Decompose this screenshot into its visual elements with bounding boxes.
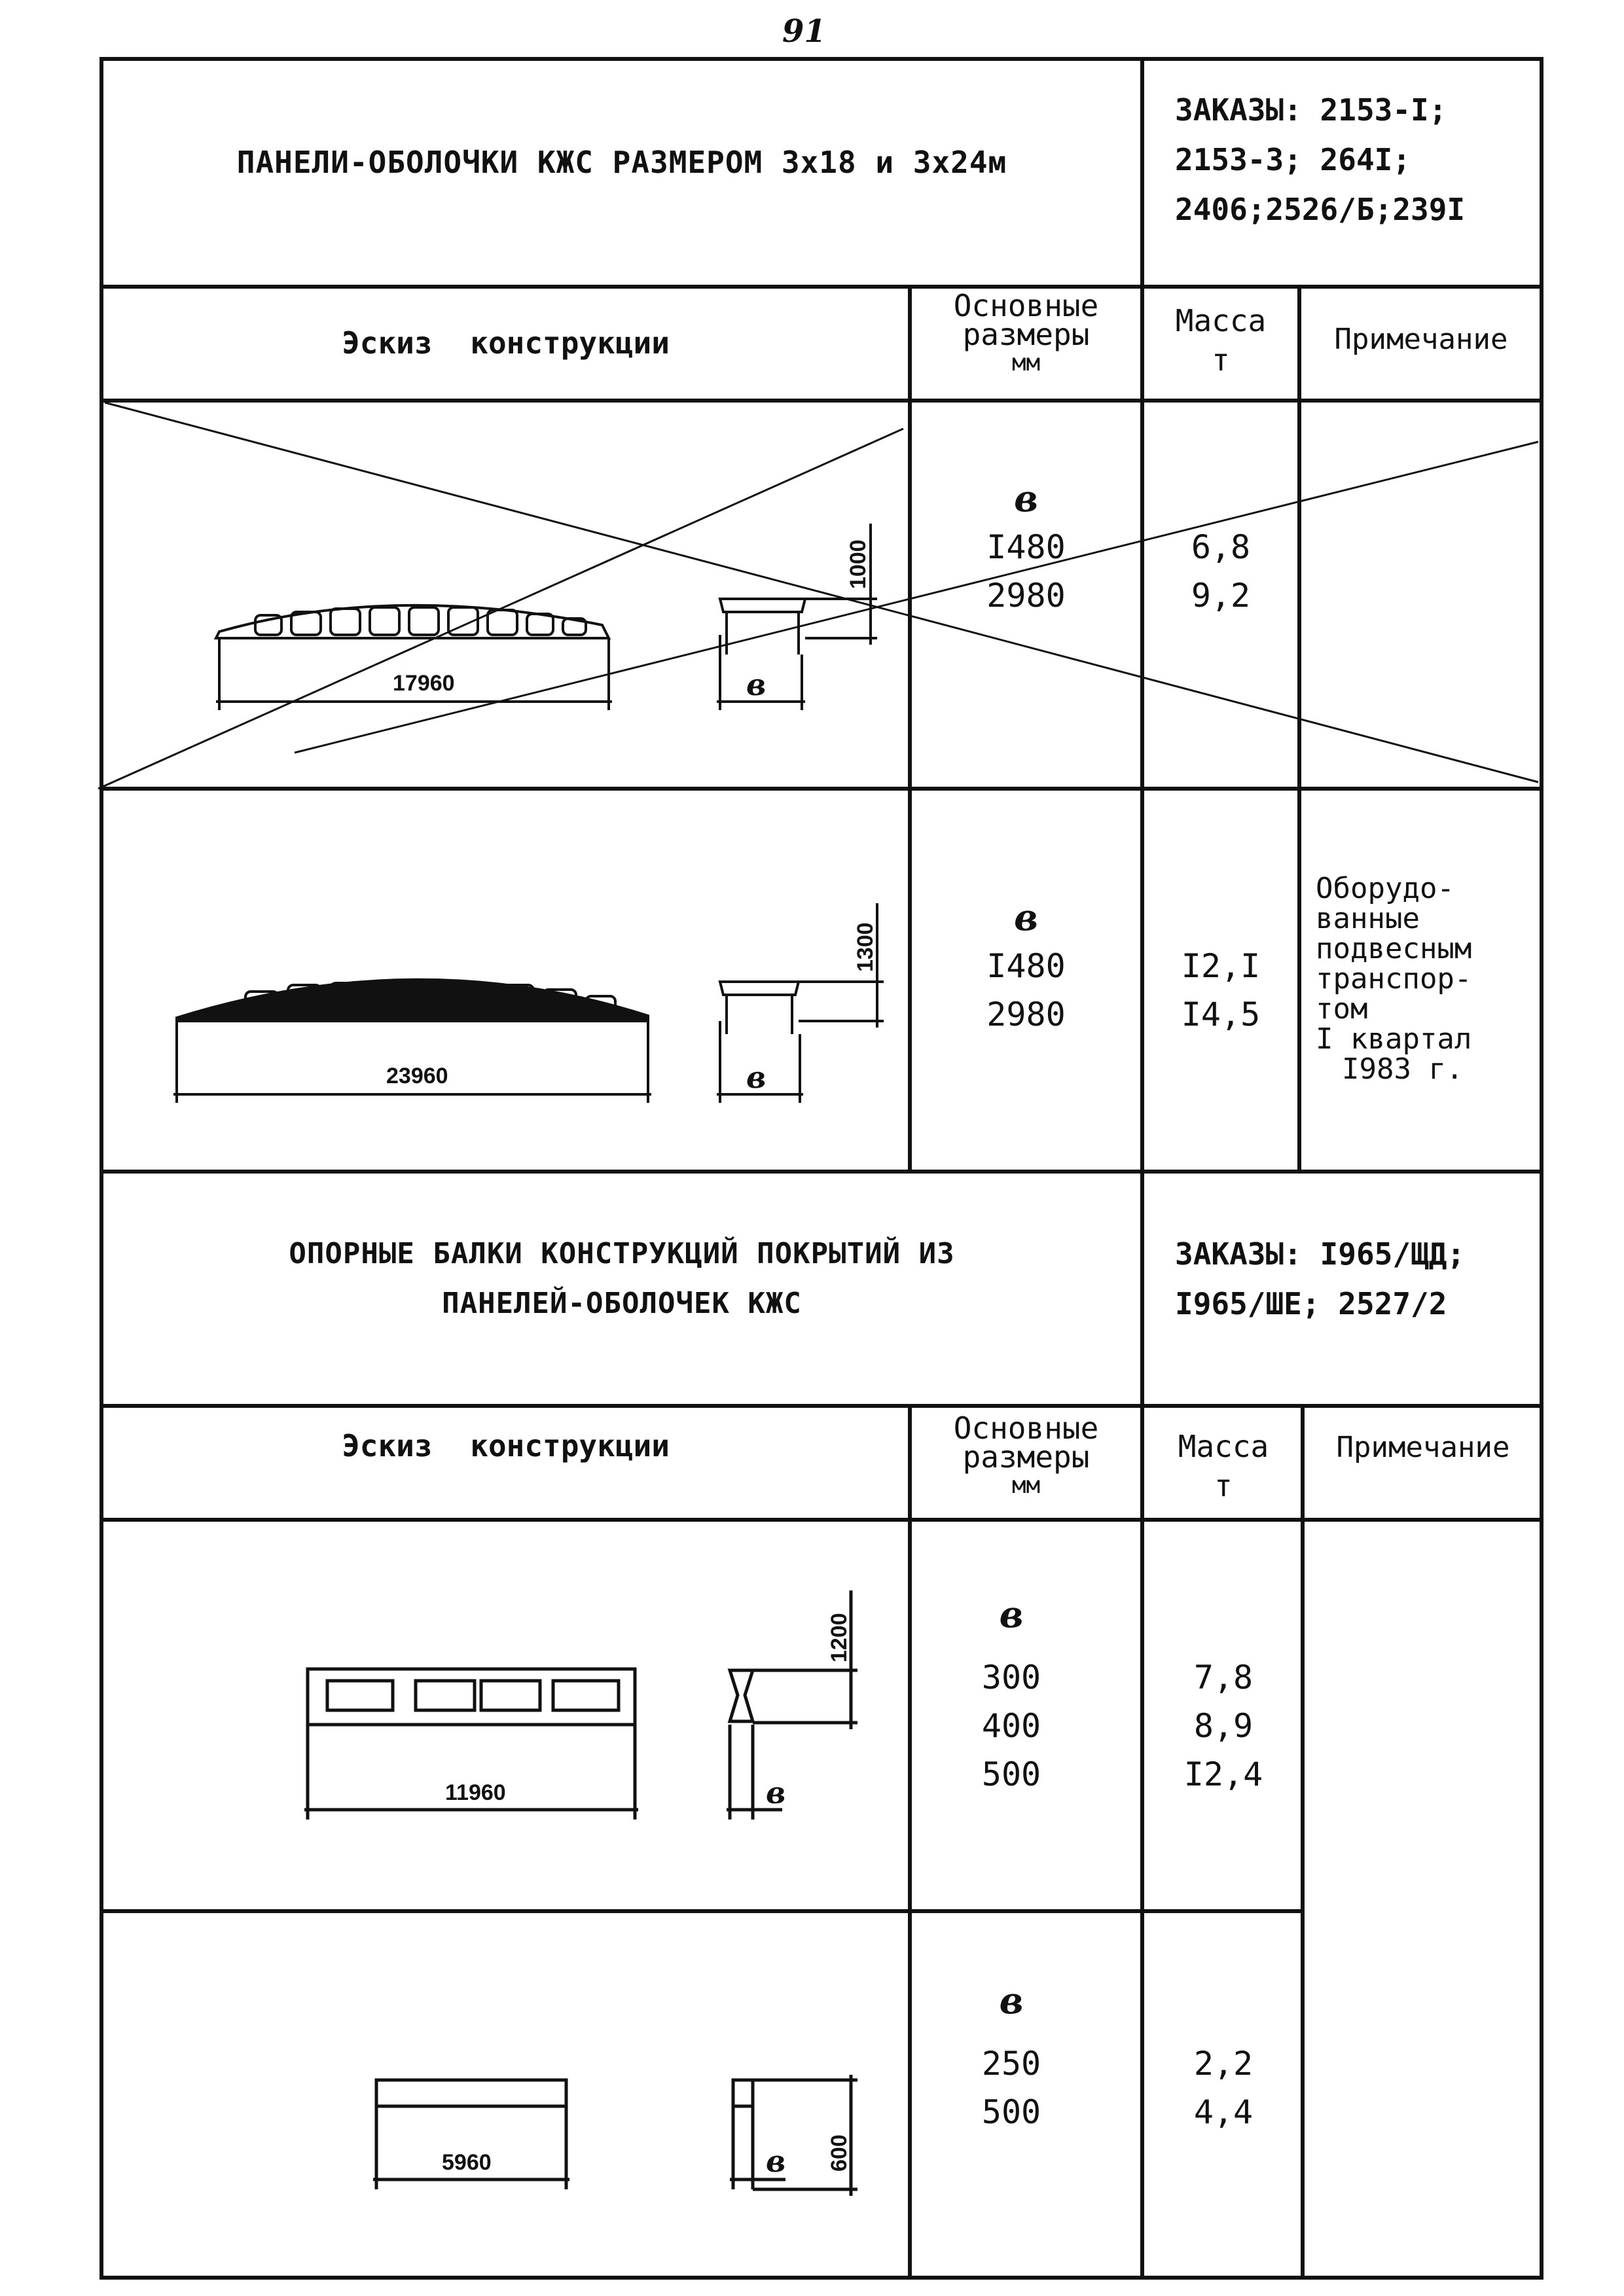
b-label-beam1: в	[766, 1775, 785, 1810]
header-dims-line: размеры	[962, 317, 1090, 352]
panel-sketch-17960	[213, 524, 877, 710]
mass-cell: 7,8 8,9 I2,4	[1146, 1653, 1301, 1799]
note-line: I983 г.	[1342, 1052, 1464, 1086]
mass-value: 4,4	[1193, 2093, 1254, 2131]
beam-sketch-5960	[373, 2075, 857, 2196]
note-line: транспор-	[1316, 962, 1472, 996]
dims-cell: в I480 2980	[913, 475, 1139, 620]
header-dims-line: размеры	[962, 1439, 1090, 1475]
title-line: ПАНЕЛЕЙ-ОБОЛОЧЕК КЖС	[442, 1287, 802, 1320]
height-label-600: 600	[827, 2134, 852, 2172]
header-mass-line: т	[1212, 342, 1230, 378]
order-line: ЗАКАЗЫ: 2153-I;	[1175, 92, 1447, 128]
b-symbol: в	[999, 1593, 1024, 1636]
header-mass-line: т	[1214, 1468, 1233, 1503]
dims-cell: в 250 500	[913, 1977, 1110, 2136]
height-label-1000: 1000	[846, 539, 871, 589]
header-dims: Основные размеры мм	[913, 1410, 1139, 1500]
order-line: 2153-3; 264I;	[1175, 142, 1411, 177]
mass-cell: 6,8 9,2	[1146, 523, 1296, 620]
dim-value: 500	[981, 2093, 1041, 2131]
header-sketch: Эскиз конструкции	[342, 325, 670, 361]
panel-sketch-23960	[173, 903, 884, 1103]
mass-cell: I2,I I4,5	[1146, 942, 1296, 1039]
section2-orders: ЗАКАЗЫ: I965/ЩД; I965/ШЕ; 2527/2	[1175, 1229, 1538, 1329]
dim-value: 2980	[986, 996, 1066, 1033]
dims-cell: в 300 400 500	[913, 1590, 1110, 1799]
mass-value: I2,I	[1181, 947, 1261, 985]
dim-value: 250	[981, 2045, 1041, 2083]
span-label-5960: 5960	[442, 2150, 492, 2175]
mass-value: 8,9	[1193, 1707, 1254, 1745]
order-line: I965/ШЕ; 2527/2	[1175, 1286, 1447, 1321]
section1-title: ПАНЕЛИ-ОБОЛОЧКИ КЖС РАЗМЕРОМ 3х18 и 3х24…	[236, 145, 1007, 180]
span-label-11960: 11960	[445, 1780, 506, 1805]
mass-value: 6,8	[1191, 528, 1251, 566]
section2-title: ОПОРНЫЕ БАЛКИ КОНСТРУКЦИЙ ПОКРЫТИЙ ИЗ ПА…	[105, 1229, 1139, 1329]
dim-value: 500	[981, 1755, 1041, 1793]
header-note: Примечание	[1336, 1431, 1510, 1464]
note-line: Оборудо-	[1316, 872, 1454, 905]
mass-value: I2,4	[1183, 1755, 1263, 1793]
header-mass: Масса т	[1146, 1427, 1301, 1505]
b-symbol: в	[1014, 477, 1038, 520]
order-line: 2406;2526/Б;239I	[1175, 192, 1466, 227]
note-line: том	[1316, 992, 1368, 1026]
b-symbol: в	[1014, 896, 1038, 939]
height-label-1300: 1300	[853, 922, 878, 972]
b-label-row1: в	[746, 667, 766, 702]
b-symbol: в	[999, 1979, 1024, 2022]
note-line: I квартал	[1316, 1022, 1472, 1056]
header-note: Примечание	[1334, 323, 1508, 356]
span-label-23960: 23960	[386, 1064, 448, 1088]
b-label-beam2: в	[766, 2144, 785, 2179]
order-line: ЗАКАЗЫ: I965/ЩД;	[1175, 1236, 1466, 1272]
height-label-1200: 1200	[827, 1613, 852, 1662]
note-line: подвесным	[1316, 932, 1472, 965]
section1-orders: ЗАКАЗЫ: 2153-I; 2153-3; 264I; 2406;2526/…	[1175, 85, 1535, 234]
dim-value: I480	[986, 528, 1066, 566]
mass-value: 9,2	[1191, 577, 1251, 615]
header-mass-line: Масса	[1178, 1429, 1269, 1464]
mass-value: 7,8	[1193, 1659, 1254, 1696]
note-cell: Оборудо- ванные подвесным транспор- том …	[1316, 874, 1538, 1085]
span-label-17960: 17960	[393, 671, 455, 696]
header-dims-line: Основные	[953, 288, 1099, 323]
header-dims-line: мм	[1011, 1472, 1041, 1499]
cross-out-lines	[98, 401, 1539, 790]
title-line: ОПОРНЫЕ БАЛКИ КОНСТРУКЦИЙ ПОКРЫТИЙ ИЗ	[289, 1237, 955, 1270]
mass-value: 2,2	[1193, 2045, 1254, 2083]
mass-cell: 2,2 4,4	[1146, 2039, 1301, 2136]
header-dims: Основные размеры мм	[913, 291, 1139, 378]
header-dims-line: Основные	[953, 1410, 1099, 1446]
header-sketch: Эскиз конструкции	[342, 1428, 670, 1463]
note-line: ванные	[1316, 902, 1420, 935]
beam-sketch-11960	[304, 1590, 857, 1820]
dim-value: 2980	[986, 577, 1066, 615]
mass-value: I4,5	[1181, 996, 1261, 1033]
b-label-row2: в	[746, 1060, 766, 1095]
dim-value: 400	[981, 1707, 1041, 1745]
header-mass: Масса т	[1146, 301, 1296, 380]
page-number: 91	[782, 13, 826, 50]
dims-cell: в I480 2980	[913, 893, 1139, 1039]
dim-value: 300	[981, 1659, 1041, 1696]
header-mass-line: Масса	[1175, 303, 1267, 338]
header-dims-line: мм	[1011, 350, 1041, 376]
dim-value: I480	[986, 947, 1066, 985]
